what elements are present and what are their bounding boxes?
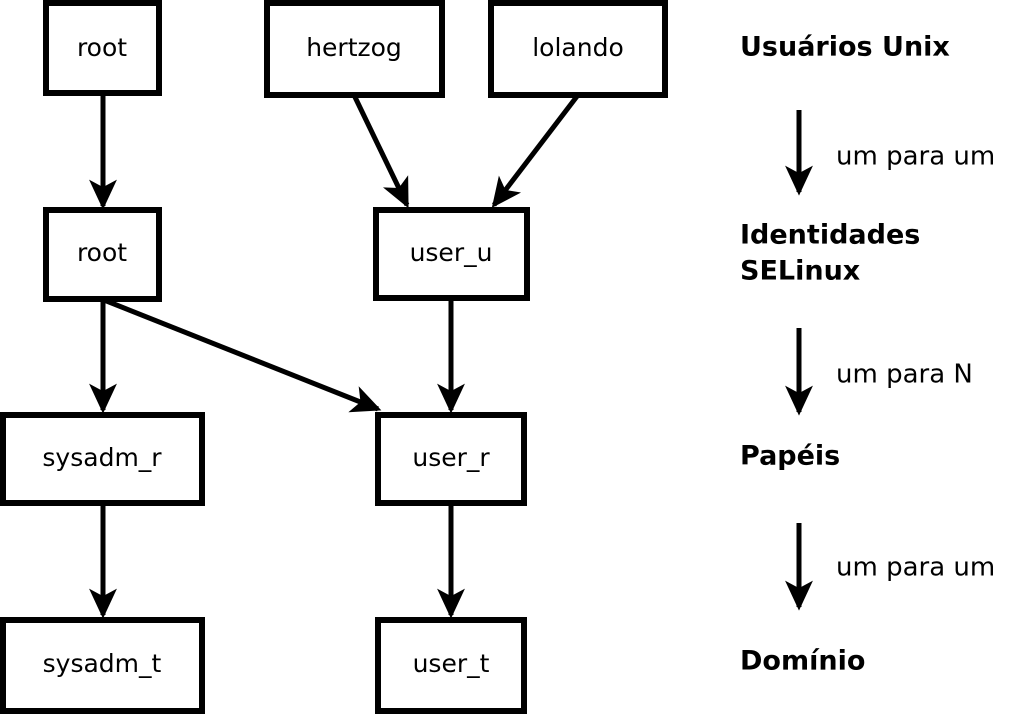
- node-domain-sysadm-t-label: sysadm_t: [43, 649, 162, 678]
- node-identity-root[interactable]: root: [43, 207, 162, 302]
- node-unix-hertzog[interactable]: hertzog: [264, 0, 445, 98]
- legend-column: Usuários Unix um para um Identidades SEL…: [740, 32, 995, 677]
- legend-relation-identities-roles: um para N: [836, 360, 973, 390]
- node-unix-root[interactable]: root: [43, 0, 162, 96]
- node-role-sysadm-r[interactable]: sysadm_r: [0, 412, 205, 506]
- node-unix-root-label: root: [77, 33, 127, 62]
- node-role-user-r[interactable]: user_r: [375, 412, 527, 506]
- edge-id-root-to-user-r: [103, 297, 382, 413]
- node-identity-user-u[interactable]: user_u: [373, 207, 530, 301]
- edge-lolando-to-user-u: [491, 93, 580, 208]
- node-identity-root-label: root: [77, 238, 127, 267]
- edge-layer: [89, 93, 580, 619]
- legend-level-roles: Papéis: [740, 441, 840, 472]
- edge-hertzog-to-user-u: [351, 93, 410, 209]
- node-unix-hertzog-label: hertzog: [306, 33, 402, 62]
- node-unix-lolando[interactable]: lolando: [488, 0, 668, 98]
- legend-level-unix-users: Usuários Unix: [740, 32, 950, 63]
- legend-level-selinux-identities-line1: Identidades: [740, 220, 920, 251]
- node-layer: root hertzog lolando root user_u: [0, 0, 668, 714]
- legend-relation-roles-domains: um para um: [836, 553, 995, 583]
- node-role-sysadm-r-label: sysadm_r: [42, 443, 162, 472]
- node-unix-lolando-label: lolando: [532, 33, 624, 62]
- node-identity-user-u-label: user_u: [410, 238, 493, 267]
- node-domain-user-t[interactable]: user_t: [375, 617, 527, 714]
- node-domain-sysadm-t[interactable]: sysadm_t: [0, 617, 205, 714]
- legend-level-domains: Domínio: [740, 646, 865, 677]
- node-role-user-r-label: user_r: [412, 443, 490, 472]
- legend-level-selinux-identities-line2: SELinux: [740, 256, 860, 287]
- legend-relation-users-identities: um para um: [836, 142, 995, 172]
- node-domain-user-t-label: user_t: [413, 649, 490, 678]
